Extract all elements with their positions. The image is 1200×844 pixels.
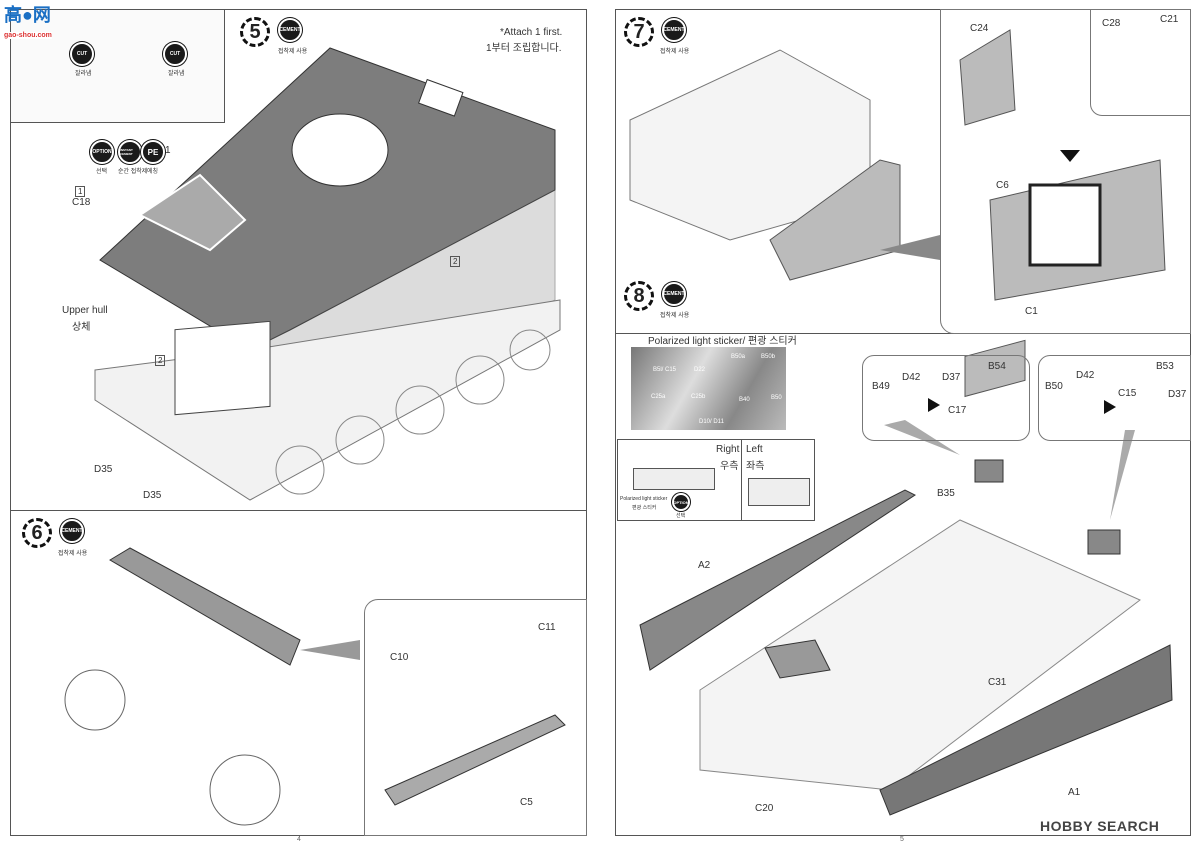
cement-caption: 접착제 사용	[660, 313, 690, 319]
part-label-d37: D37	[942, 372, 961, 383]
arrow-right-icon	[928, 398, 940, 412]
ref-marker-2: 2	[155, 355, 166, 366]
sticker-label: D22	[694, 367, 706, 373]
upper-hull-en: Upper hull	[62, 305, 108, 316]
part-label-c15: C15	[1118, 388, 1137, 399]
sticker-label: B50b	[761, 354, 776, 360]
cement-caption: 접착제 사용	[660, 49, 690, 55]
sticker-note-en: Polarized light sticker	[620, 496, 668, 502]
part-label-c17: C17	[948, 405, 967, 416]
option-badge: OPTION	[672, 493, 690, 511]
callout-left	[862, 355, 1030, 441]
option-caption: 선택	[676, 513, 686, 519]
step-number: 5	[240, 17, 270, 47]
side-divider	[741, 439, 742, 521]
part-label-c20: C20	[755, 803, 774, 814]
part-label-c28: C28	[1102, 18, 1121, 29]
sticker-label: C25b	[691, 394, 706, 400]
part-label-b54: B54	[988, 361, 1006, 372]
cement-badge: CEMENT	[662, 18, 686, 42]
sticker-label: B50a	[731, 354, 746, 360]
cement-badge: CEMENT	[278, 18, 302, 42]
cut-caption: 잘라냄	[168, 71, 185, 77]
inset-cut-box	[10, 9, 225, 123]
sticker-label: C25a	[651, 394, 666, 400]
step7-detail-box	[940, 9, 1191, 334]
cut-badge: CUT	[163, 42, 187, 66]
upper-hull-ko: 상체	[72, 322, 91, 333]
part-label-b49: B49	[872, 381, 890, 392]
watermark-url: gao-shou.com	[4, 32, 52, 39]
part-label-d42: D42	[902, 372, 921, 383]
cement-caption: 접착제 사용	[58, 551, 88, 557]
step7-box	[615, 9, 1191, 334]
sticker-label: B50	[771, 395, 782, 401]
cut-caption: 잘라냄	[75, 71, 92, 77]
polarized-sticker-sheet: B5l/ C15 D22 B50a B50b C25a C25b B40 B50…	[631, 347, 786, 430]
part-label-c31: C31	[988, 677, 1007, 688]
part-label-d35: D35	[143, 490, 162, 501]
sticker-note-ko: 편광 스티커	[632, 505, 657, 511]
sticker-label: D10/ D11	[699, 419, 724, 425]
sticker-label: B40	[739, 397, 750, 403]
cement-badge: CEMENT	[662, 282, 686, 306]
instant-cement-badge: INSTANT CEMENT	[118, 140, 142, 164]
attach-note-ko: 1부터 조립합니다.	[486, 43, 562, 54]
part-label-c6: C6	[996, 180, 1009, 191]
part-label-d42: D42	[1076, 370, 1095, 381]
ref-marker-2: 2	[450, 256, 461, 267]
part-label-c1: C1	[1025, 306, 1038, 317]
part-label-c21: C21	[1160, 14, 1179, 25]
option-caption: 선택	[96, 169, 108, 175]
part-label-d37: D37	[1168, 389, 1187, 400]
sticker-label: B5l/ C15	[653, 367, 677, 373]
step-number: 8	[624, 281, 654, 311]
left-page	[10, 9, 587, 836]
step7-subdetail-box	[1090, 9, 1191, 116]
part-label-pe1: 1	[165, 145, 171, 156]
step-number: 7	[624, 17, 654, 47]
callout-right	[1038, 355, 1191, 441]
arrow-right-icon	[1104, 400, 1116, 414]
part-label-a1: A1	[1068, 787, 1081, 798]
pe-caption: 에칭	[147, 169, 159, 175]
right-label-en: Right	[716, 444, 740, 455]
step-number: 6	[22, 518, 52, 548]
instant-cement-caption: 순간 접착제	[118, 169, 148, 175]
sticker-title: Polarized light sticker/ 편광 스티커	[648, 336, 797, 347]
part-label-c10: C10	[390, 652, 409, 663]
cement-badge: CEMENT	[60, 519, 84, 543]
left-side-diagram	[748, 478, 810, 506]
watermark-logo-top: 高●网 gao-shou.com	[4, 5, 52, 39]
pe-badge: PE	[141, 140, 165, 164]
part-label-b35: B35	[937, 488, 955, 499]
part-label-a2: A2	[698, 560, 711, 571]
side-placement-box	[617, 439, 815, 521]
step6-detail-box	[364, 599, 587, 836]
watermark-hobby-search: HOBBY SEARCH	[1040, 818, 1160, 834]
page-number: 5	[900, 836, 904, 843]
cement-caption: 접착제 사용	[278, 49, 308, 55]
option-badge: OPTION	[90, 140, 114, 164]
part-label-c5: C5	[520, 797, 533, 808]
part-label-d35: D35	[94, 464, 113, 475]
part-label-c24: C24	[970, 23, 989, 34]
page-number: 4	[297, 836, 301, 843]
order-marker: 1	[75, 186, 86, 197]
cut-badge: CUT	[70, 42, 94, 66]
part-label-c18: C18	[72, 197, 91, 208]
part-label-b53: B53	[1156, 361, 1174, 372]
right-label-ko: 우측	[720, 461, 739, 472]
part-label-b50: B50	[1045, 381, 1063, 392]
attach-note-en: *Attach 1 first.	[500, 27, 563, 38]
part-label-c11: C11	[538, 622, 556, 633]
right-side-diagram	[633, 468, 715, 490]
left-label-en: Left	[746, 444, 763, 455]
step5-divider	[10, 510, 587, 511]
left-label-ko: 좌측	[746, 461, 765, 472]
